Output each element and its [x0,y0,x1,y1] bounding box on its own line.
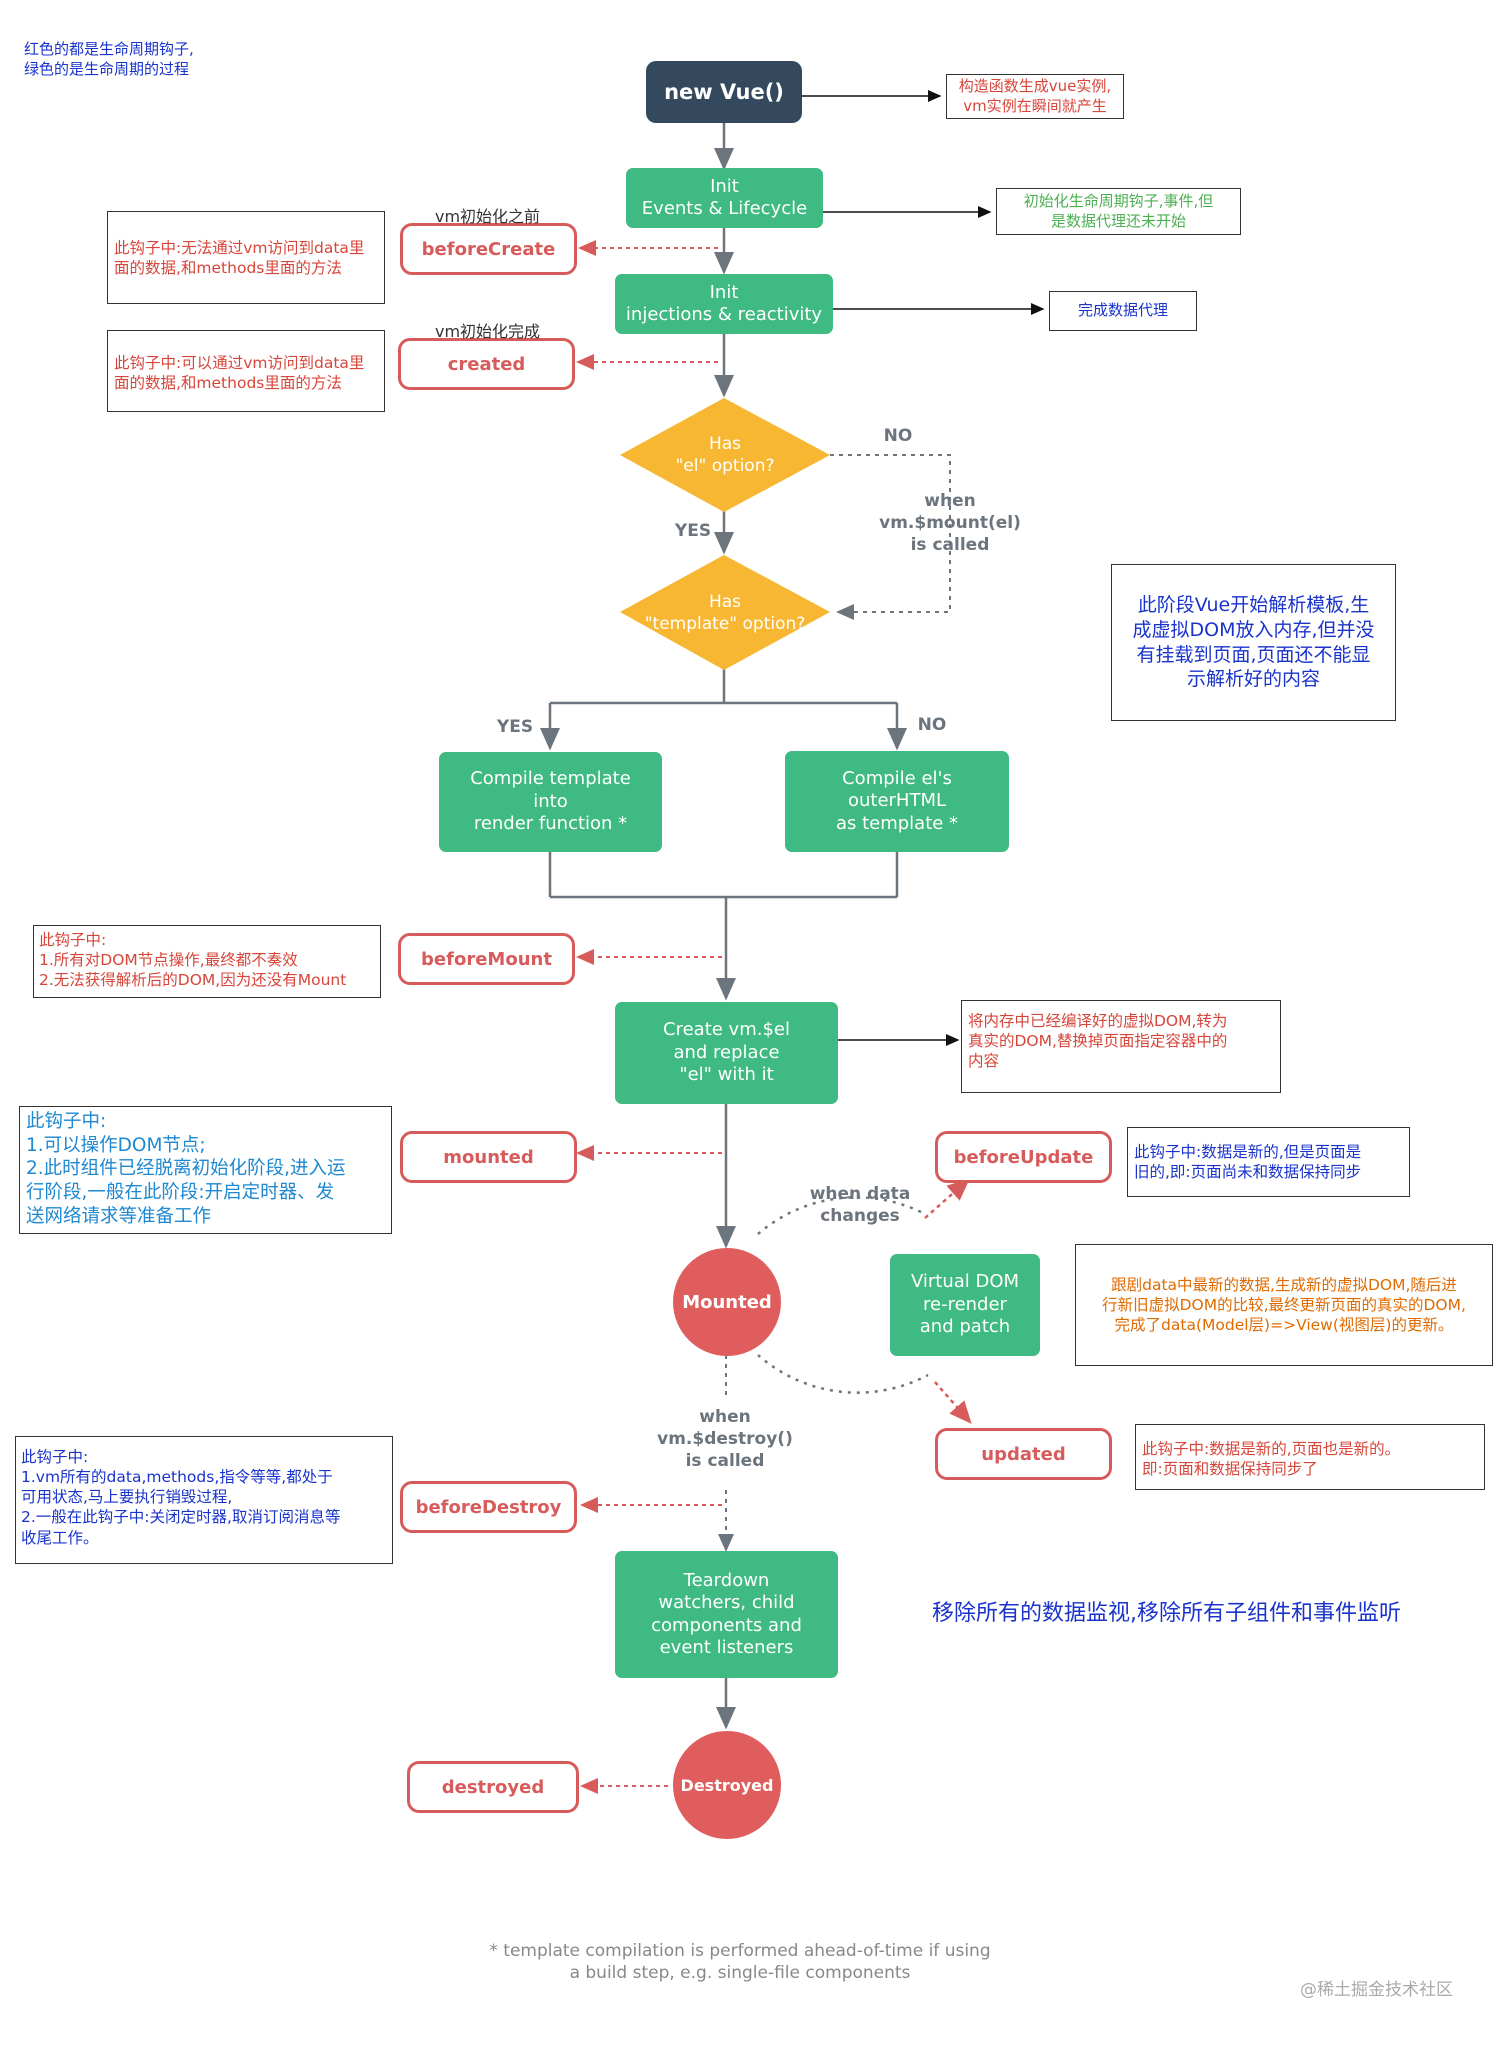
before-update-note: 此钩子中:数据是新的,但是页面是 旧的,即:页面尚未和数据保持同步 [1127,1127,1410,1197]
constructor-note: 构造函数生成vue实例, vm实例在瞬间就产生 [946,74,1124,119]
destroyed-hook: destroyed [407,1761,579,1813]
yes-label-1: YES [674,521,712,541]
no-label-1: NO [883,426,913,446]
watermark: @稀土掘金技术社区 [1300,1980,1453,2000]
mounted-circle [673,1248,781,1356]
virtual-dom-node: Virtual DOM re-render and patch [890,1254,1040,1356]
new-vue-node: new Vue() [646,61,802,123]
mounted-circle-text: Mounted [682,1291,772,1313]
compile-el-node: Compile el's outerHTML as template * [785,751,1009,852]
before-update-hook: beforeUpdate [935,1131,1112,1183]
before-mount-hook: beforeMount [398,933,575,985]
before-create-hook: beforeCreate [400,223,577,275]
create-el-note: 将内存中已经编译好的虚拟DOM,转为 真实的DOM,替换掉页面指定容器中的 内容 [961,1000,1281,1093]
when-destroy-label: when vm.$destroy() is called [657,1407,793,1472]
created-note: 此钩子中:可以通过vm访问到data里 面的数据,和methods里面的方法 [107,330,385,412]
create-el-node: Create vm.$el and replace "el" with it [615,1002,838,1104]
teardown-note: 移除所有的数据监视,移除所有子组件和事件监听 [932,1601,1401,1626]
no-label-2: NO [917,715,947,735]
mounted-hook: mounted [400,1131,577,1183]
when-data-label: when data changes [809,1184,911,1227]
before-destroy-note: 此钩子中: 1.vm所有的data,methods,指令等等,都处于 可用状态,… [15,1436,393,1564]
before-destroy-hook: beforeDestroy [400,1481,577,1533]
has-el-diamond [620,398,830,512]
has-template-diamond [620,555,830,670]
init-done-label: vm初始化完成 [435,322,541,341]
footnote: * template compilation is performed ahea… [489,1941,991,1984]
template-parse-note: 此阶段Vue开始解析模板,生 成虚拟DOM放入内存,但并没 有挂载到页面,页面还… [1111,564,1396,721]
legend-text: 红色的都是生命周期钩子, 绿色的是生命周期的过程 [24,40,194,78]
data-proxy-note: 完成数据代理 [1049,291,1197,331]
has-el-text: Has "el" option? [675,433,775,476]
updated-note: 此钩子中:数据是新的,页面也是新的。 即:页面和数据保持同步了 [1135,1424,1485,1490]
when-mount-label: when vm.$mount(el) is called [879,491,1021,556]
init-events-node: Init Events & Lifecycle [626,168,823,228]
before-mount-note: 此钩子中: 1.所有对DOM节点操作,最终都不奏效 2.无法获得解析后的DOM,… [33,925,381,998]
created-hook: created [398,338,575,390]
compile-template-node: Compile template into render function * [439,752,662,852]
destroyed-circle [673,1731,781,1839]
before-init-label: vm初始化之前 [435,207,541,226]
mounted-note: 此钩子中: 1.可以操作DOM节点; 2.此时组件已经脱离初始化阶段,进入运 行… [19,1106,392,1234]
updated-hook: updated [935,1428,1112,1480]
yes-label-2: YES [496,717,534,737]
init-hooks-note: 初始化生命周期钩子,事件,但 是数据代理还未开始 [996,188,1241,235]
has-template-text: Has "template" option? [644,591,806,634]
before-create-note: 此钩子中:无法通过vm访问到data里 面的数据,和methods里面的方法 [107,211,385,304]
re-render-note: 跟剧data中最新的数据,生成新的虚拟DOM,随后进 行新旧虚拟DOM的比较,最… [1075,1244,1493,1366]
destroyed-circle-text: Destroyed [680,1775,774,1795]
init-injections-node: Init injections & reactivity [615,274,833,334]
teardown-node: Teardown watchers, child components and … [615,1551,838,1678]
